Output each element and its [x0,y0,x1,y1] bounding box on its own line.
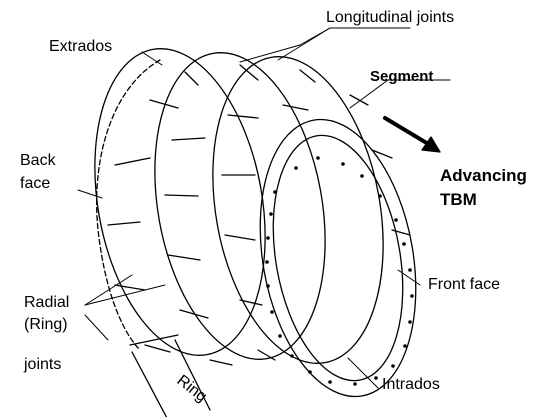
ring-1 [94,48,266,356]
label-joints: joints [24,356,62,373]
label-intrados: Intrados [382,376,440,393]
front-face-bolt-holes [265,156,414,386]
label-extrados: Extrados [49,38,113,55]
label-radial: Radial [24,294,70,311]
label-back: Back [20,152,56,169]
ring-dimension [129,334,211,417]
longitudinal-joint-lines [107,64,411,366]
label-tbm: TBM [440,190,477,209]
ring-2 [154,52,326,360]
label-segment: Segment [370,68,434,85]
label-face: face [20,175,51,192]
ring-4 [259,118,417,398]
leader-lines [77,27,451,389]
label-ring-paren: (Ring) [24,316,68,333]
label-front-face: Front face [428,276,501,293]
ring-3 [212,56,384,364]
label-advancing: Advancing [440,166,527,185]
label-longitudinal-joints: Longitudinal joints [326,9,455,26]
advancing-arrow [383,116,441,153]
